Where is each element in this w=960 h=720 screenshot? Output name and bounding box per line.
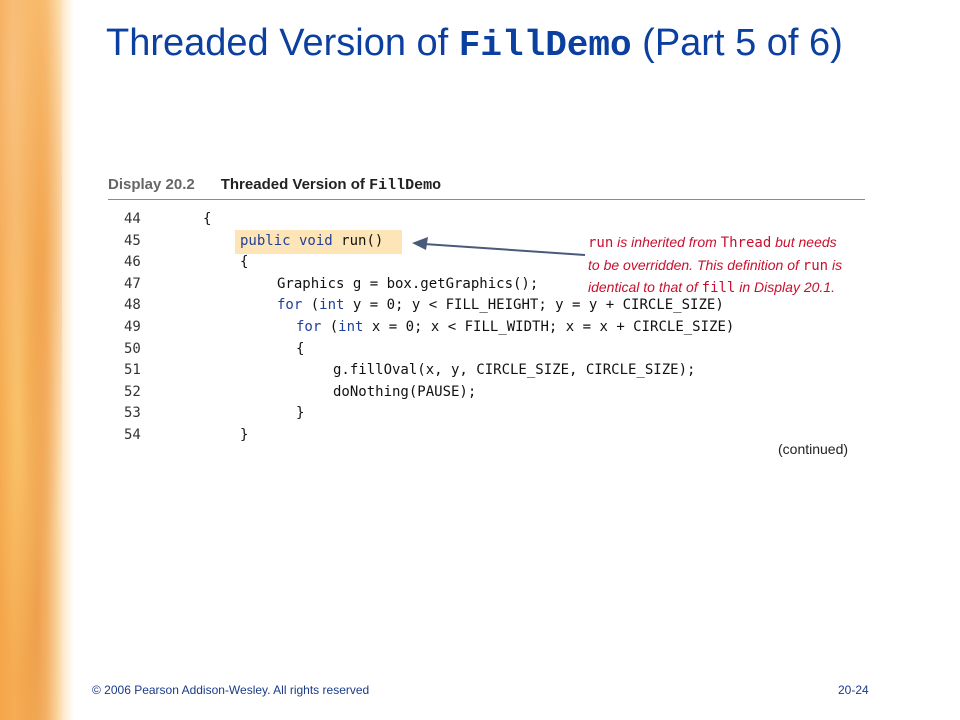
sidebar-fade <box>62 0 74 720</box>
code-token: doNothing(PAUSE); <box>333 383 477 400</box>
line-code: g.fillOval(x, y, CIRCLE_SIZE, CIRCLE_SIZ… <box>333 359 695 381</box>
line-number: 48 <box>124 297 141 314</box>
annotation-note: run is inherited from Thread but needs t… <box>588 232 898 300</box>
line-code: } <box>240 424 248 446</box>
header-divider <box>108 199 865 200</box>
annotation-code-run: run <box>802 257 829 274</box>
display-title-prefix: Threaded Version of <box>220 176 370 193</box>
annotation-text: in Display 20.1. <box>735 279 835 295</box>
line-code: { <box>203 208 211 230</box>
code-keyword: for <box>277 297 311 314</box>
annotation-text: is <box>828 256 843 273</box>
code-token: ( <box>329 319 339 335</box>
line-number: 44 <box>124 211 141 227</box>
arrow-line <box>423 243 586 256</box>
slide-title: Threaded Version of FillDemo (Part 5 of … <box>106 20 906 69</box>
line-number: 52 <box>124 383 141 400</box>
annotation-line-2: to be overridden. This definition of run… <box>588 255 898 278</box>
line-number: 53 <box>124 405 141 422</box>
code-token: { <box>240 254 249 271</box>
annotation-text: but needs <box>771 234 837 250</box>
code-token: ( <box>310 297 320 314</box>
code-token: { <box>296 340 305 357</box>
line-code: public void run() <box>240 230 383 252</box>
slide-title-code: FillDemo <box>458 25 632 66</box>
code-token: g.fillOval(x, y, CIRCLE_SIZE, CIRCLE_SIZ… <box>333 362 696 379</box>
display-label: Display 20.2 <box>108 176 195 193</box>
annotation-text: to be overridden. This definition of <box>588 256 803 273</box>
line-number: 47 <box>124 275 141 292</box>
display-title-code: FillDemo <box>369 177 442 194</box>
display-header: Display 20.2 Threaded Version of FillDemo <box>108 176 865 194</box>
line-number: 51 <box>124 362 141 379</box>
line-code: } <box>296 402 304 424</box>
footer-page-number: 20-24 <box>838 683 869 697</box>
code-token: run() <box>341 232 384 249</box>
code-token: } <box>240 427 249 443</box>
code-keyword: public void <box>240 232 342 249</box>
code-keyword: int <box>319 297 345 314</box>
code-keyword: int <box>338 319 364 335</box>
line-number: 49 <box>124 319 141 335</box>
annotation-text: is inherited from <box>613 234 721 250</box>
footer-copyright: © 2006 Pearson Addison-Wesley. All right… <box>92 683 370 697</box>
code-keyword: for <box>296 319 330 335</box>
annotation-line-3: identical to that of fill in Display 20.… <box>588 277 898 300</box>
line-code: { <box>296 338 304 360</box>
code-token: } <box>296 405 305 422</box>
line-code: for (int x = 0; x < FILL_WIDTH; x = x + … <box>296 316 734 338</box>
line-code: Graphics g = box.getGraphics(); <box>277 273 538 295</box>
slide-title-suffix: (Part 5 of 6) <box>631 22 843 64</box>
arrow-head <box>412 237 428 250</box>
code-token: { <box>203 211 212 227</box>
annotation-text: identical to that of <box>588 279 702 295</box>
annotation-code-fill: fill <box>701 280 736 296</box>
annotation-code-run: run <box>588 235 614 251</box>
code-token: x = 0; x < FILL_WIDTH; x = x + CIRCLE_SI… <box>363 319 735 335</box>
annotation-line-1: run is inherited from Thread but needs <box>588 232 898 255</box>
slide-title-prefix: Threaded Version of <box>106 22 459 64</box>
continued-note: (continued) <box>778 441 849 457</box>
line-number: 45 <box>124 232 141 249</box>
line-code: for (int y = 0; y < FILL_HEIGHT; y = y +… <box>277 294 724 316</box>
run-method-highlight <box>235 230 402 254</box>
line-code: { <box>240 251 248 273</box>
line-number: 54 <box>124 427 141 443</box>
code-token: y = 0; y < FILL_HEIGHT; y = y + CIRCLE_S… <box>344 297 724 314</box>
annotation-code-thread: Thread <box>720 235 772 251</box>
line-number: 50 <box>124 340 141 357</box>
decorative-sidebar <box>0 0 62 720</box>
line-code: doNothing(PAUSE); <box>333 381 476 403</box>
line-number: 46 <box>124 254 141 271</box>
code-token: Graphics g = box.getGraphics(); <box>277 275 539 292</box>
